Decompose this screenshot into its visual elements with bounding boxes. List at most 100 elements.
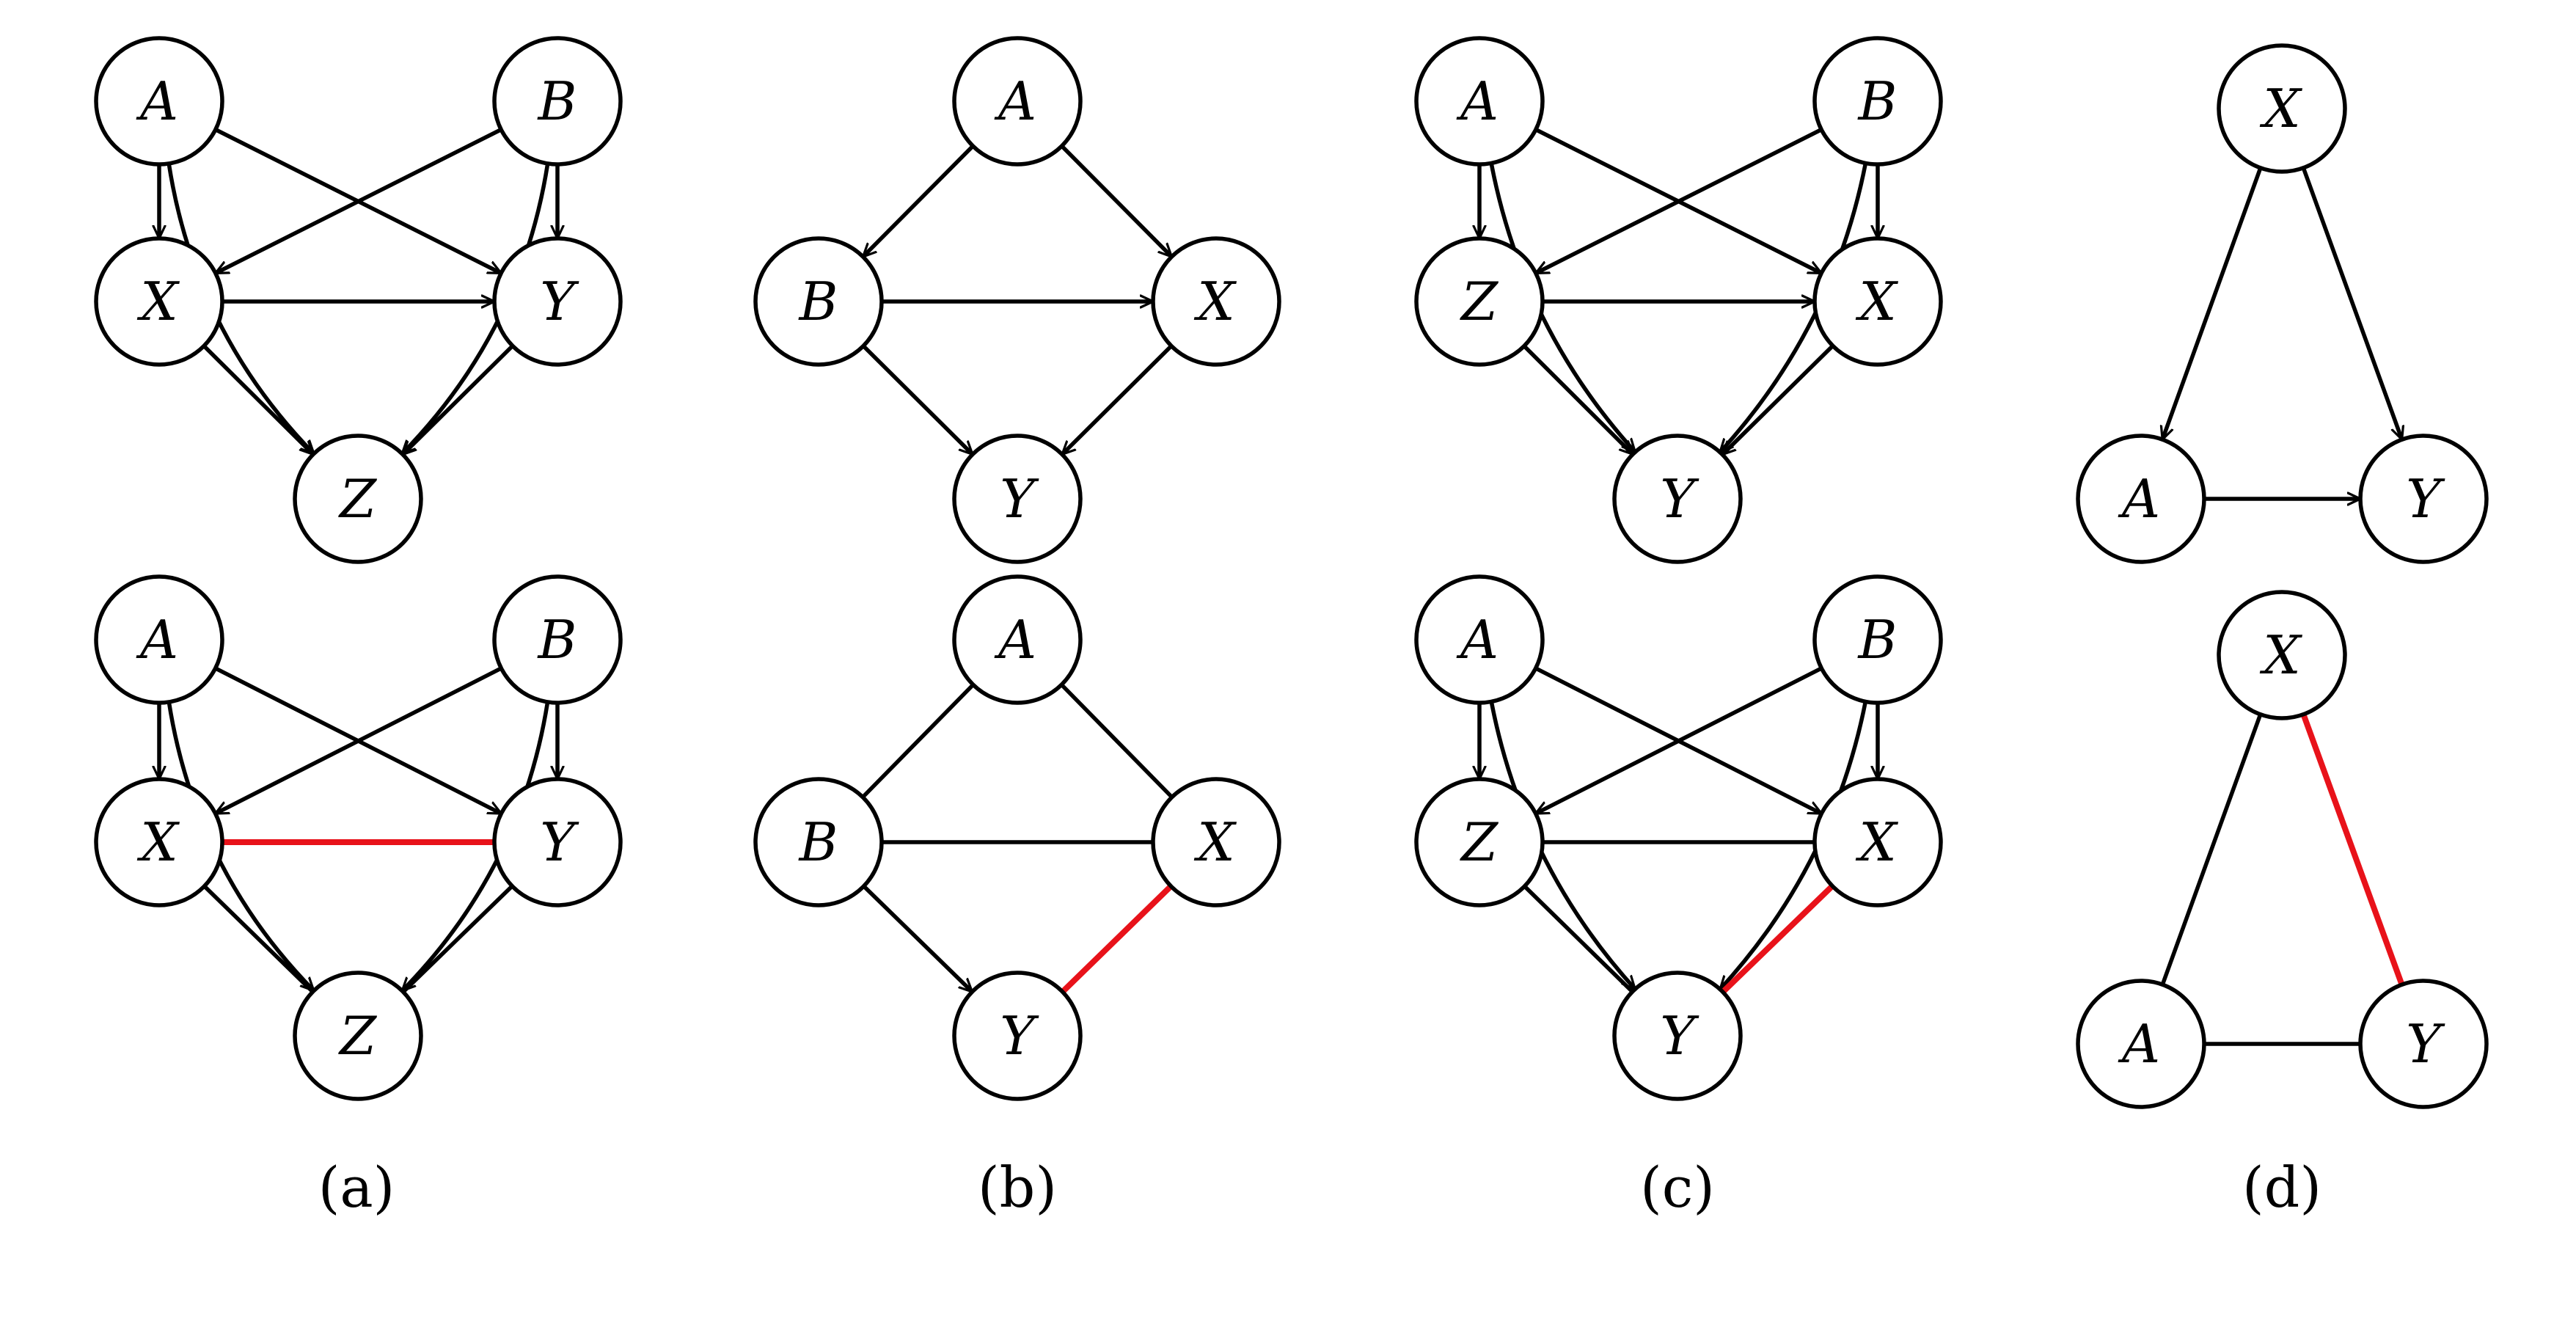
panel-a-bottom-node-z: Z xyxy=(293,971,423,1101)
panel-c-bottom-node-a-label: A xyxy=(1456,609,1499,670)
panel-d-top-node-a-label: A xyxy=(2118,468,2160,530)
panel-a-top-edge-y-z xyxy=(401,344,514,456)
panel-c-top-node-y-circle xyxy=(1612,434,1743,564)
panel-b-bottom-node-b-circle xyxy=(753,777,884,907)
panel-d-top-node-x-circle xyxy=(2217,43,2347,174)
panel-a-bottom-node-x: X xyxy=(94,777,224,907)
panel-d-bottom-edge-x-a xyxy=(2160,713,2263,986)
panel-d-bottom-node-a-label: A xyxy=(2118,1013,2160,1075)
panel-b-bottom-node-a: A xyxy=(952,574,1083,705)
panel-c-top-edge-z-y xyxy=(1522,344,1635,456)
panel-d-bottom-node-a: A xyxy=(2076,979,2206,1109)
panel-b-top-node-a-label: A xyxy=(994,70,1036,132)
panel-b-bottom-node-y-label: Y xyxy=(1000,1005,1039,1067)
panel-d-top-node-x: X xyxy=(2217,43,2347,174)
panel-b-bottom-node-y-circle xyxy=(952,971,1083,1101)
panel-a-top-node-z-label: Z xyxy=(338,468,378,530)
panel-b-top-edge-a-b xyxy=(861,145,975,258)
panel-c-top-edge-x-y xyxy=(1721,344,1834,456)
panel-c-top-edge-b-z xyxy=(1536,128,1823,275)
panel-a-top-edge-x-z xyxy=(202,344,315,456)
panel-b-bottom-edge-b-y xyxy=(862,885,974,993)
panel-c-top-node-a-label: A xyxy=(1456,70,1499,132)
panel-c-bottom-node-a: A xyxy=(1414,574,1545,705)
panel-b-bottom-node-x-circle xyxy=(1151,777,1281,907)
panel-b-bottom-node-x: X xyxy=(1151,777,1281,907)
panel-d-bottom-node-x-circle xyxy=(2217,590,2347,720)
panel-a-top-node-a: A xyxy=(94,36,224,167)
panel-a-bottom-node-b-circle xyxy=(492,574,623,705)
panel-c-top-node-y-label: Y xyxy=(1660,468,1699,530)
panel-a-bottom-node-y: Y xyxy=(492,777,623,907)
panel-d-top-edge-x-y xyxy=(2301,167,2401,439)
panel-a-top-node-b-circle xyxy=(492,36,623,167)
panel-a-top-node-y-circle xyxy=(492,236,623,367)
panel-d-top-node-y: Y xyxy=(2358,434,2489,564)
panel-d-top-node-y-circle xyxy=(2358,434,2489,564)
panel-b-top-node-y-label: Y xyxy=(1000,468,1039,530)
panel-b-bottom-node-b-label: B xyxy=(798,811,838,873)
panel-a-bottom-node-a-label: A xyxy=(136,609,178,670)
panel-c-bottom-edge-z-y xyxy=(1523,885,1634,993)
panel-c-bottom-edge-b-z xyxy=(1536,666,1823,816)
panel-b-top-node-a: A xyxy=(952,36,1083,167)
panel-c-top-node-b-label: B xyxy=(1857,70,1898,132)
panel-c-bottom-node-x-circle xyxy=(1812,777,1943,907)
panel-a-top-node-b-label: B xyxy=(537,70,577,132)
panel-d-bottom-node-a-circle xyxy=(2076,979,2206,1109)
panel-c-top-node-b-circle xyxy=(1812,36,1943,167)
panel-d-bottom-node-x-label: X xyxy=(2259,624,2302,686)
caption-layer: (a)(b)(c)(d) xyxy=(318,1155,2321,1220)
panel-d-top-node-x-label: X xyxy=(2259,78,2302,139)
panel-a-bottom-node-x-circle xyxy=(94,777,224,907)
panel-c-bottom-node-x-label: X xyxy=(1855,811,1898,873)
panel-b-bottom-edge-a-x xyxy=(1060,683,1174,799)
panel-a-top-node-x: X xyxy=(94,236,224,367)
panel-d-top-node-a: A xyxy=(2076,434,2206,564)
panel-c-top-node-y: Y xyxy=(1612,434,1743,564)
edge-layer xyxy=(159,128,2405,1046)
panel-a-bottom-node-a: A xyxy=(94,574,224,705)
panel-b-top-edge-a-x xyxy=(1060,145,1174,258)
panel-a-top-node-x-label: X xyxy=(136,271,180,332)
panel-b-bottom-node-y: Y xyxy=(952,971,1083,1101)
panel-a-bottom-node-b: B xyxy=(492,574,623,705)
panel-c-top-node-z: Z xyxy=(1414,236,1545,367)
panel-b-top-node-b-label: B xyxy=(798,271,838,332)
panel-c-bottom-node-z-label: Z xyxy=(1460,811,1499,873)
panel-a-top-node-x-circle xyxy=(94,236,224,367)
panel-c-top-node-b: B xyxy=(1812,36,1943,167)
panel-c-bottom-node-b-circle xyxy=(1812,574,1943,705)
panel-c-bottom-node-b-label: B xyxy=(1857,609,1898,670)
panel-a-bottom-edge-x-z xyxy=(202,885,315,993)
panel-c-top-node-z-label: Z xyxy=(1460,271,1499,332)
panel-a-bottom-edge-b-x xyxy=(216,666,502,816)
panel-c-bottom-node-b: B xyxy=(1812,574,1943,705)
panel-a-top-node-a-label: A xyxy=(136,70,178,132)
panel-c-bottom-node-z-circle xyxy=(1414,777,1545,907)
panel-a-bottom-node-y-circle xyxy=(492,777,623,907)
panel-b-bottom-node-a-label: A xyxy=(994,609,1036,670)
panel-c-top-node-x: X xyxy=(1812,236,1943,367)
panel-b-top-node-x: X xyxy=(1151,236,1281,367)
panel-c-bottom-node-y: Y xyxy=(1612,971,1743,1101)
panel-d-top-edge-x-a xyxy=(2162,167,2263,439)
panel-a-top-node-a-circle xyxy=(94,36,224,167)
panel-c-top-node-z-circle xyxy=(1414,236,1545,367)
panel-c-top-node-a: A xyxy=(1414,36,1545,167)
panel-b-bottom-node-x-label: X xyxy=(1193,811,1237,873)
panel-d-bottom-node-x: X xyxy=(2217,590,2347,720)
panel-d-bottom-node-y: Y xyxy=(2358,979,2489,1109)
panel-c-bottom-edge-b-y xyxy=(1719,701,1868,991)
panel-c-top-edge-a-y xyxy=(1489,162,1637,454)
panel-a-bottom-node-z-circle xyxy=(293,971,423,1101)
panel-a-bottom-node-b-label: B xyxy=(537,609,577,670)
panel-a-bottom-edge-y-z xyxy=(401,884,514,994)
panel-b-top-node-x-label: X xyxy=(1193,271,1237,332)
panel-a-bottom-node-y-label: Y xyxy=(540,811,579,873)
panel-d-top-node-y-label: Y xyxy=(2406,468,2445,530)
panel-b-bottom-node-b: B xyxy=(753,777,884,907)
panel-b-top-edge-x-y xyxy=(1061,344,1173,456)
